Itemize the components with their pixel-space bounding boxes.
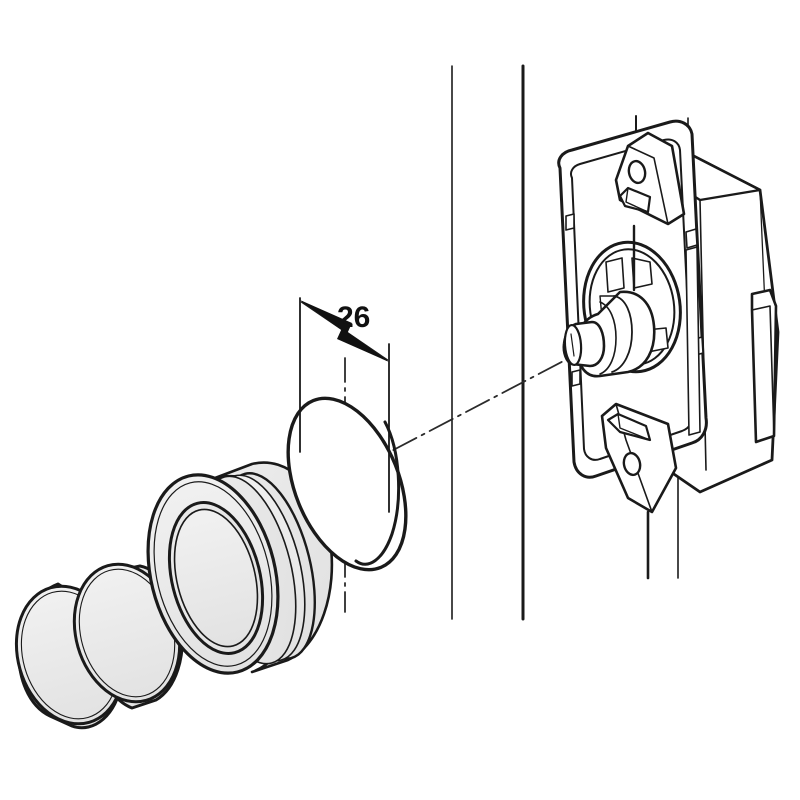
- bore-hole-outline: [286, 396, 408, 572]
- latch-bolt-boss: [750, 288, 778, 444]
- dimension-label-26: 26: [337, 301, 370, 334]
- lock-body: [557, 119, 780, 514]
- mounting-plate-bottom: [600, 402, 678, 514]
- lock-spindle: [562, 290, 656, 378]
- mounting-plate-top: [614, 131, 686, 226]
- dimension-26: [299, 297, 390, 513]
- ring-housing: [146, 461, 334, 675]
